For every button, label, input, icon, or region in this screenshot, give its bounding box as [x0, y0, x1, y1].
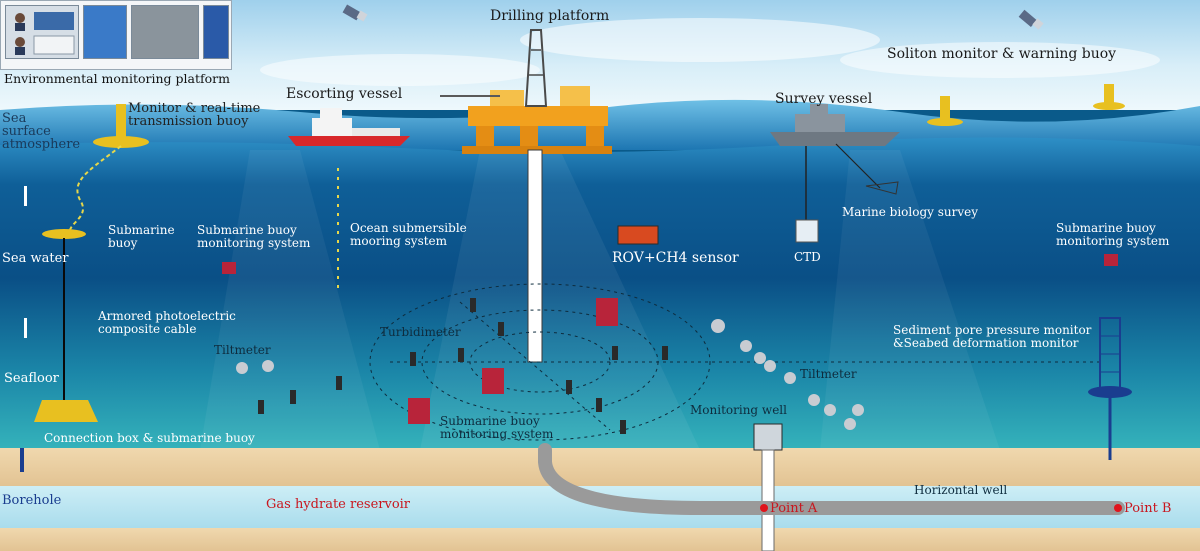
submarine-buoy-system-center-label: Submarine buoy monitoring system	[440, 414, 554, 441]
buoy-monitor-frame-group	[222, 254, 1118, 424]
operator-icons	[15, 12, 75, 55]
point-b-marker	[1114, 504, 1122, 512]
ctd-label: CTD	[794, 250, 821, 264]
monitoring-axis	[459, 301, 611, 431]
marine-biology-label: Marine biology survey	[842, 205, 979, 219]
cloud	[840, 42, 1160, 78]
submarine-buoy-system-left-label: Submarine buoy monitoring system	[197, 223, 311, 250]
sediment-monitor-label: Sediment pore pressure monitor &Seabed d…	[893, 323, 1092, 350]
gas-hydrate-label: Gas hydrate reservoir	[266, 497, 411, 512]
survey-vessel-label: Survey vessel	[775, 91, 873, 107]
thumb-mobile	[203, 5, 229, 59]
light-ray	[200, 150, 380, 450]
seafloor-label: Seafloor	[4, 371, 59, 386]
buoy-tether	[69, 145, 122, 231]
survey-vessel	[770, 104, 900, 146]
satellite-icon	[1018, 9, 1044, 30]
escorting-vessel-label: Escorting vessel	[286, 86, 403, 102]
sediment-lower	[0, 528, 1200, 551]
submarine-buoy-system-right-label: Submarine buoy monitoring system	[1056, 221, 1170, 248]
escorting-vessel	[288, 108, 410, 146]
ocean-mooring-label: Ocean submersible mooring system	[350, 221, 467, 248]
rov-device	[617, 225, 659, 245]
point-b-label: Point B	[1124, 501, 1172, 516]
rov-label: ROV+CH4 sensor	[612, 250, 739, 266]
tiltmeter-group	[236, 319, 864, 430]
biology-net	[865, 181, 899, 195]
drill-string	[527, 149, 543, 363]
cloud	[260, 54, 540, 86]
armored-cable-label: Armored photoelectric composite cable	[98, 309, 236, 336]
sea-water	[0, 137, 1200, 450]
horizontal-well-label: Horizontal well	[914, 483, 1008, 497]
drilling-platform-label: Drilling platform	[490, 8, 610, 24]
point-a-marker	[760, 504, 768, 512]
sea-water-label: Sea water	[2, 251, 69, 266]
monitoring-well-casing	[761, 449, 775, 551]
soliton-buoy-label: Soliton monitor & warning buoy	[887, 46, 1117, 62]
scale-marker	[24, 186, 27, 206]
env-platform-label: Environmental monitoring platform	[4, 71, 230, 86]
sea-surface-label: Sea surface atmosphere	[2, 111, 81, 152]
borehole-marker	[20, 448, 24, 472]
monitoring-well-label: Monitoring well	[690, 403, 787, 417]
thumb-operators	[5, 5, 79, 59]
monitor-transmission-buoy	[93, 104, 149, 148]
light-ray	[820, 150, 1000, 450]
tiltmeter-left-label: Tiltmeter	[214, 343, 271, 357]
horizontal-well-path	[538, 443, 1125, 515]
connection-box-label: Connection box & submarine buoy	[44, 431, 255, 445]
tiltmeter-right-label: Tiltmeter	[800, 367, 857, 381]
turbidimeter-label: Turbidimeter	[380, 325, 461, 339]
borehole-label: Borehole	[2, 493, 62, 508]
connection-box	[34, 400, 98, 422]
sediment-monitor-tower	[1088, 317, 1132, 460]
monitoring-well-head	[753, 423, 783, 451]
point-a-label: Point A	[770, 501, 818, 516]
thumb-control-room	[131, 5, 199, 59]
satellite-icon	[342, 4, 368, 22]
thumb-map	[83, 5, 127, 59]
monitoring-ring	[369, 283, 711, 441]
turbidimeter-group	[258, 298, 668, 434]
net-line	[835, 143, 881, 189]
submarine-buoy-left-label: Submarine buoy	[108, 223, 175, 250]
sediment-upper	[0, 448, 1200, 486]
monitor-buoy-label: Monitor & real-time transmission buoy	[128, 101, 261, 129]
cloud	[520, 18, 880, 62]
env-monitoring-panel	[0, 0, 232, 70]
soliton-buoy	[927, 96, 963, 126]
scale-marker	[24, 318, 27, 338]
soliton-buoy	[1093, 84, 1125, 110]
submarine-buoy	[42, 229, 86, 239]
ctd-device	[795, 219, 819, 243]
